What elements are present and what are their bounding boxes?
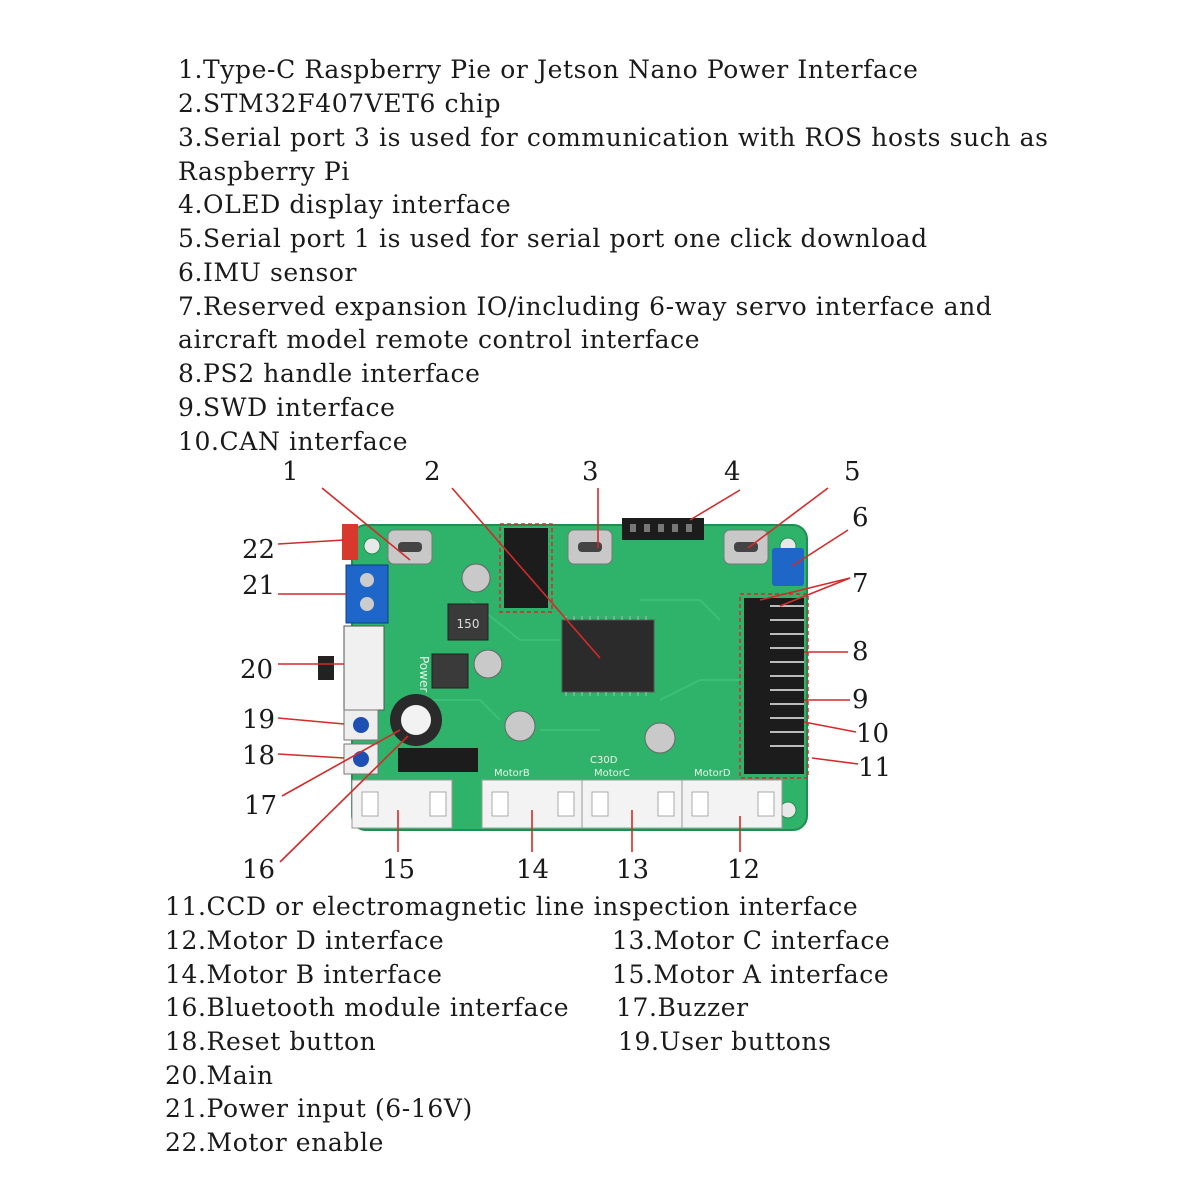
top-item-7: 7.Reserved expansion IO/including 6-way …	[178, 292, 993, 321]
capacitors	[461, 563, 676, 754]
type-c-port-3	[567, 529, 613, 565]
bottom-item-22: 22.Motor enable	[165, 1128, 384, 1157]
top-item-9: 9.SWD interface	[178, 393, 396, 422]
silk-motor-b: MotorB	[494, 768, 530, 779]
bottom-item-12: 12.Motor D interface	[165, 926, 445, 955]
bottom-item-21: 21.Power input (6-16V)	[165, 1094, 473, 1123]
bottom-item-14: 14.Motor B interface	[165, 960, 443, 989]
callout-16: 16	[242, 855, 276, 885]
callout-7: 7	[852, 569, 869, 599]
callout-4: 4	[724, 457, 741, 487]
bluetooth-header	[398, 748, 478, 772]
callout-18: 18	[242, 741, 276, 771]
callout-9: 9	[852, 685, 869, 715]
callout-17: 17	[244, 791, 278, 821]
top-item-1: 1.Type-C Raspberry Pie or Jetson Nano Po…	[178, 55, 919, 84]
bottom-item-13: 13.Motor C interface	[612, 926, 891, 955]
motor-enable-switch	[342, 524, 358, 560]
top-item-8: 8.PS2 handle interface	[178, 359, 481, 388]
svg-text:Power: Power	[417, 656, 431, 692]
callout-22: 22	[242, 535, 276, 565]
top-item-3: 3.Serial port 3 is used for communicatio…	[178, 123, 1049, 152]
top-item-5: 5.Serial port 1 is used for serial port …	[178, 224, 928, 253]
silk-motor-c: MotorC	[594, 768, 630, 779]
callout-3: 3	[582, 457, 599, 487]
silk-c30d: C30D	[590, 755, 618, 766]
bottom-item-20: 20.Main	[165, 1061, 274, 1090]
right-pin-headers	[739, 593, 809, 779]
top-item-7-cont: aircraft model remote control interface	[178, 325, 701, 354]
bottom-item-15: 15.Motor A interface	[612, 960, 890, 989]
callout-12: 12	[727, 855, 761, 885]
callout-11: 11	[858, 753, 892, 783]
pin-header-2	[499, 523, 553, 613]
callout-5: 5	[844, 457, 861, 487]
callout-13: 13	[616, 855, 650, 885]
callout-21: 21	[242, 571, 276, 601]
buzzer	[390, 694, 442, 746]
user-button	[343, 709, 379, 741]
callout-10: 10	[856, 719, 890, 749]
bottom-item-16: 16.Bluetooth module interface	[165, 993, 570, 1022]
top-item-6: 6.IMU sensor	[178, 258, 358, 287]
motor-b-connector	[481, 779, 583, 829]
callout-19: 19	[242, 705, 276, 735]
svg-text:150: 150	[457, 617, 480, 631]
bottom-item-17: 17.Buzzer	[616, 993, 749, 1022]
silk-motor-d: MotorD	[694, 768, 731, 779]
type-c-port-1	[387, 529, 433, 565]
top-item-2: 2.STM32F407VET6 chip	[178, 89, 502, 118]
mcu-chip	[561, 616, 655, 696]
power-switch: Power	[318, 625, 431, 711]
type-c-port-5	[723, 529, 769, 565]
bottom-item-11: 11.CCD or electromagnetic line inspectio…	[165, 892, 859, 921]
motor-d-connector	[681, 779, 783, 829]
callout-1: 1	[282, 457, 299, 487]
motor-c-connector	[581, 779, 683, 829]
inductor-1: 150	[447, 603, 489, 641]
callout-6: 6	[852, 503, 869, 533]
bottom-item-19: 19.User buttons	[618, 1027, 832, 1056]
imu-module	[772, 548, 804, 586]
callout-8: 8	[852, 637, 869, 667]
callout-15: 15	[382, 855, 416, 885]
power-terminal	[345, 564, 389, 624]
callout-2: 2	[424, 457, 441, 487]
top-item-4: 4.OLED display interface	[178, 190, 512, 219]
callout-20: 20	[240, 655, 274, 685]
top-item-3-cont: Raspberry Pi	[178, 157, 350, 186]
oled-header	[622, 518, 704, 540]
top-item-10: 10.CAN interface	[178, 427, 409, 456]
inductor-2	[431, 653, 469, 689]
leader-lines	[277, 487, 859, 863]
bottom-item-18: 18.Reset button	[165, 1027, 377, 1056]
motor-a-connector	[351, 779, 453, 829]
callout-14: 14	[516, 855, 550, 885]
